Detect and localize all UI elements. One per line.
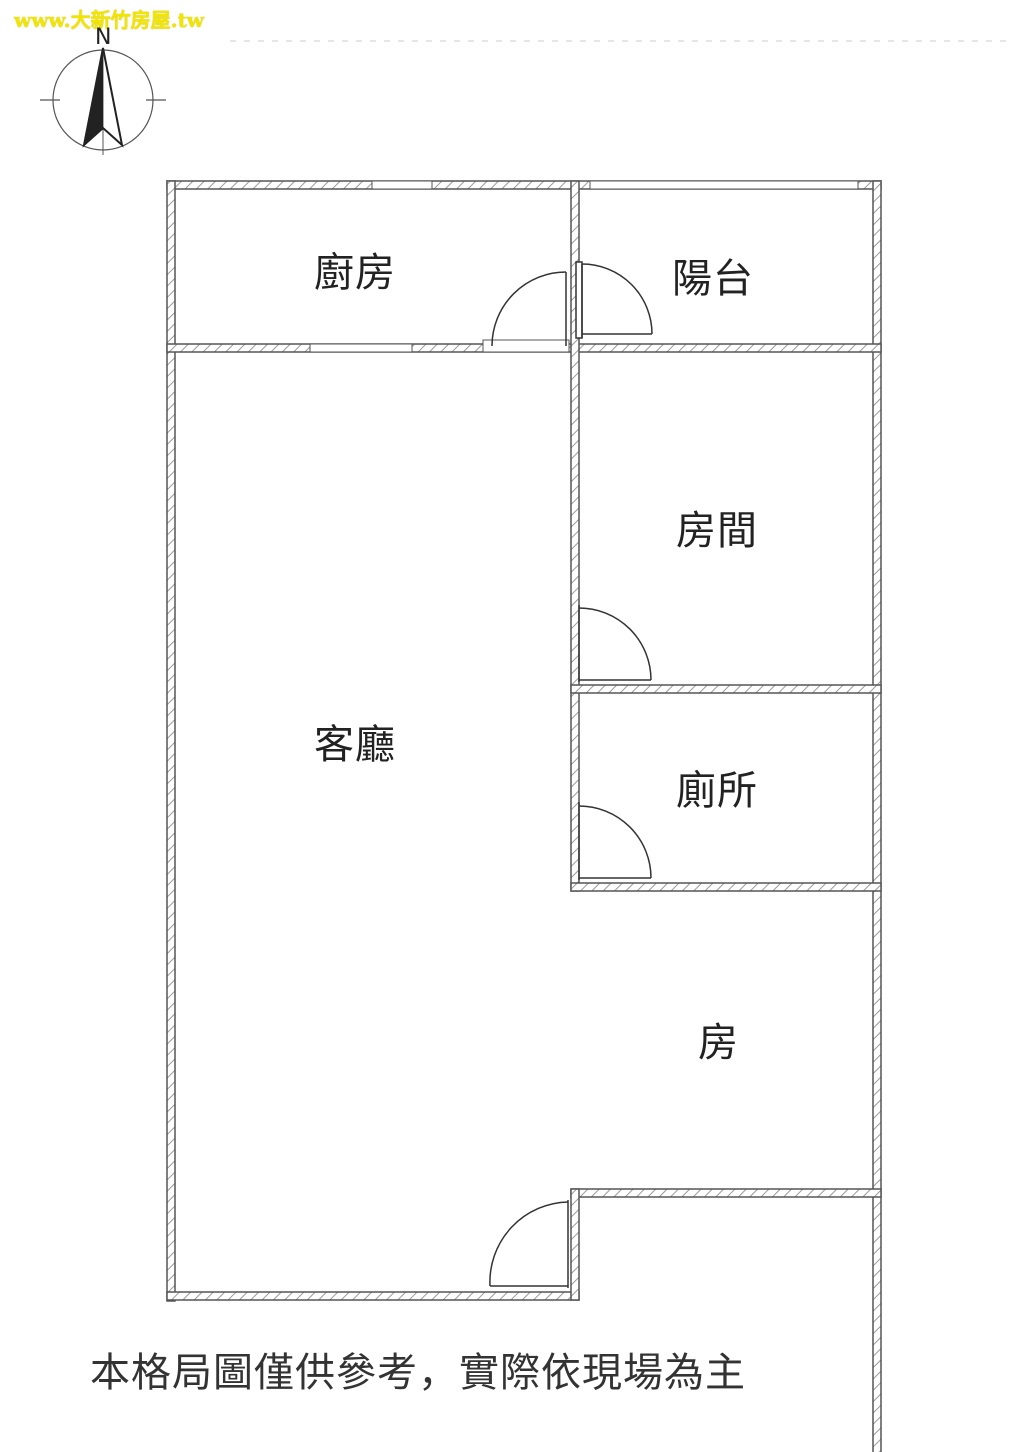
door-threshold-kitchen xyxy=(482,339,570,353)
room-label-bedroom: 房間 xyxy=(676,508,758,554)
door-kitchen-icon xyxy=(491,271,567,347)
north-label: N xyxy=(95,25,111,50)
windows xyxy=(309,180,859,353)
wall-step-horizontal xyxy=(570,1188,882,1198)
wall-bottom xyxy=(166,1291,580,1301)
compass-icon: N xyxy=(40,25,166,155)
watermark-text: www.大新竹房屋.tw xyxy=(14,8,205,32)
door-balcony-icon xyxy=(575,261,653,339)
window-balcony xyxy=(589,180,859,190)
walls xyxy=(166,180,882,1452)
room-label-balcony: 陽台 xyxy=(672,256,754,302)
wall-bedroom-toilet xyxy=(570,684,882,694)
room-label-room: 房 xyxy=(698,1020,739,1066)
disclaimer-text: 本格局圖僅供參考，實際依現場為主 xyxy=(90,1350,746,1396)
window-kitchen xyxy=(371,180,433,190)
room-label-toilet: 廁所 xyxy=(676,768,758,814)
watermark-dots xyxy=(230,40,1010,42)
wall-step-vertical xyxy=(570,1188,580,1301)
wall-left xyxy=(166,180,176,1302)
door-toilet-icon xyxy=(578,802,652,880)
door-entrance-icon xyxy=(489,1200,569,1288)
room-label-living-room: 客廳 xyxy=(314,722,396,768)
room-label-kitchen: 廚房 xyxy=(314,250,396,296)
wall-right xyxy=(872,180,882,1452)
door-bedroom-icon xyxy=(578,605,652,682)
doors xyxy=(489,261,653,1288)
opening-kitchen xyxy=(309,343,413,353)
wall-toilet-bottom xyxy=(570,882,882,892)
